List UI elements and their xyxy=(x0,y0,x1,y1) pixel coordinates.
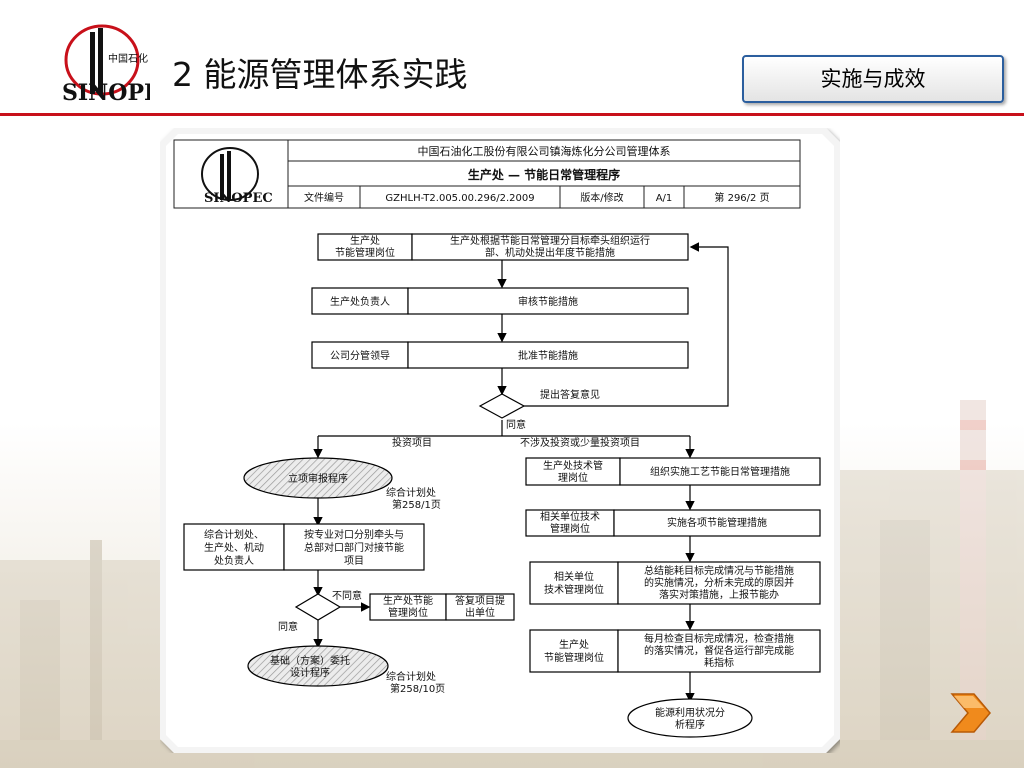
svg-text:第258/10页: 第258/10页 xyxy=(390,682,445,695)
title-divider xyxy=(0,113,1024,116)
next-slide-button[interactable] xyxy=(944,690,994,736)
d1-feedback: 提出答复意见 xyxy=(540,388,600,401)
n1-text: 生产处根据节能日常管理分目标牵头组织运行 xyxy=(450,234,650,247)
n3-role: 公司分管领导 xyxy=(330,349,390,362)
svg-text:部、机动处提出年度节能措施: 部、机动处提出年度节能措施 xyxy=(485,246,615,259)
n2-text: 审核节能措施 xyxy=(518,295,578,308)
svg-text:节能管理岗位: 节能管理岗位 xyxy=(335,246,395,259)
sinopec-logo: 中国石化 SINOPEC xyxy=(62,24,150,104)
d2-yes: 同意 xyxy=(278,620,298,633)
doc-procedure-title: 生产处 — 节能日常管理程序 xyxy=(468,167,620,182)
doc-no-label: 文件编号 xyxy=(304,191,344,204)
n2-role: 生产处负责人 xyxy=(330,295,390,308)
svg-text:设计程序: 设计程序 xyxy=(290,666,330,679)
procedure-flowchart: SINOPEC 中国石油化工股份有限公司镇海炼化分公司管理体系 生产处 — 节能… xyxy=(160,128,840,753)
oval1: 立项审报程序 xyxy=(288,472,348,485)
doc-no: GZHLH-T2.005.00.296/2.2009 xyxy=(385,193,534,204)
svg-text:耗指标: 耗指标 xyxy=(704,656,734,669)
d2-no: 不同意 xyxy=(332,589,362,602)
branch-right: 不涉及投资或少量投资项目 xyxy=(520,436,640,449)
version: A/1 xyxy=(656,193,673,204)
oval2: 基础（方案）委托 xyxy=(270,654,350,667)
doc-company: 中国石油化工股份有限公司镇海炼化分公司管理体系 xyxy=(418,144,671,158)
logo-chinese-text: 中国石化 xyxy=(108,52,148,65)
r1-role: 生产处技术管 xyxy=(543,459,603,472)
svg-text:管理岗位: 管理岗位 xyxy=(550,522,590,535)
svg-text:落实对策措施，上报节能办: 落实对策措施，上报节能办 xyxy=(659,588,779,601)
logo-brand-text: SINOPEC xyxy=(62,80,150,104)
page-title: 2 能源管理体系实践 xyxy=(172,55,468,94)
svg-text:理岗位: 理岗位 xyxy=(558,471,588,484)
r2-role: 相关单位技术 xyxy=(540,510,600,523)
r4-text: 每月检查目标完成情况，检查措施 xyxy=(644,632,794,645)
svg-text:的落实情况，督促各运行部完成能: 的落实情况，督促各运行部完成能 xyxy=(644,644,794,657)
ref1: 综合计划处 xyxy=(386,486,436,499)
svg-text:管理岗位: 管理岗位 xyxy=(388,606,428,619)
r1-text: 组织实施工艺节能日常管理措施 xyxy=(650,465,790,478)
n5-text: 答复项目提 xyxy=(455,594,505,607)
d1-yes: 同意 xyxy=(506,418,526,431)
svg-text:生产处、机动: 生产处、机动 xyxy=(204,541,264,554)
n1-role: 生产处 xyxy=(350,234,380,247)
n4-role: 综合计划处、 xyxy=(204,528,264,541)
n5-role: 生产处节能 xyxy=(383,594,433,607)
ref2: 综合计划处 xyxy=(386,670,436,683)
r4-role: 生产处 xyxy=(559,638,589,651)
branch-left: 投资项目 xyxy=(392,436,432,449)
r3-text: 总结能耗目标完成情况与节能措施 xyxy=(644,564,794,577)
svg-text:出单位: 出单位 xyxy=(465,606,495,619)
r2-text: 实施各项节能管理措施 xyxy=(667,516,767,529)
oval3: 能源利用状况分 xyxy=(655,706,725,719)
svg-text:第258/1页: 第258/1页 xyxy=(392,498,441,511)
r3-role: 相关单位 xyxy=(554,570,594,583)
svg-text:技术管理岗位: 技术管理岗位 xyxy=(544,583,604,596)
svg-text:SINOPEC: SINOPEC xyxy=(204,191,273,206)
page-no: 第 296/2 页 xyxy=(714,191,769,204)
header-logo: SINOPEC xyxy=(201,147,273,206)
svg-text:总部对口部门对接节能: 总部对口部门对接节能 xyxy=(304,541,404,554)
svg-text:的实施情况，分析未完成的原因并: 的实施情况，分析未完成的原因并 xyxy=(644,576,794,589)
svg-text:析程序: 析程序 xyxy=(675,718,705,731)
svg-text:处负责人: 处负责人 xyxy=(214,554,254,567)
svg-text:节能管理岗位: 节能管理岗位 xyxy=(544,651,604,664)
version-label: 版本/修改 xyxy=(580,191,623,204)
n4-text: 按专业对口分别牵头与 xyxy=(304,528,404,541)
section-badge: 实施与成效 xyxy=(742,55,1004,103)
svg-text:项目: 项目 xyxy=(344,555,364,567)
n3-text: 批准节能措施 xyxy=(518,349,578,362)
